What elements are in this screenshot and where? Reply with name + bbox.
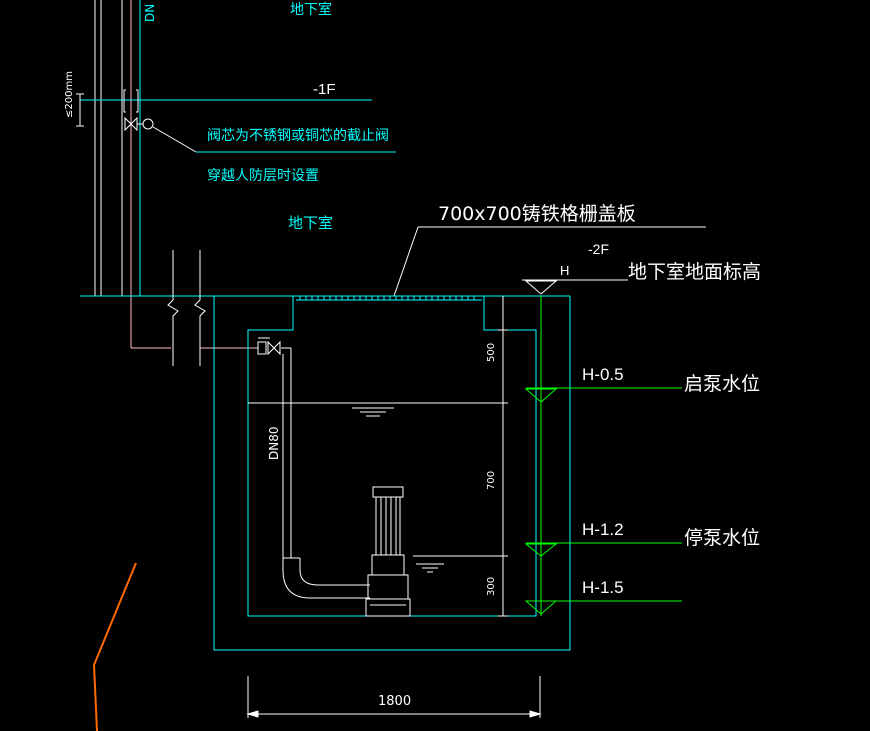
check-valve-icon [257, 337, 281, 356]
level-stop-label: H-1.2 [582, 520, 624, 539]
note-leader [152, 126, 197, 153]
elevation-markers [524, 296, 682, 616]
water-level-symbol-icon [352, 407, 394, 417]
width-1800-label: 1800 [378, 694, 411, 709]
elevation-triangle-icon [524, 280, 558, 295]
dim-300-label: 300 [486, 577, 497, 596]
discharge-pipe-dn80 [281, 347, 370, 599]
horizontal-dimension [246, 676, 542, 718]
pipe-sleeve [123, 89, 139, 113]
top-dn-label: DN [143, 4, 157, 22]
start-pump-level-label: 启泵水位 [684, 373, 760, 395]
vertical-dimension [498, 296, 508, 617]
cover-plate-label: 700x700铸铁格栅盖板 [438, 203, 636, 225]
note-line1: 阀芯为不锈钢或铜芯的截止阀 [207, 128, 389, 144]
level-bottom-label: H-1.5 [582, 578, 624, 597]
level-start-label: H-0.5 [582, 365, 624, 384]
floor-2f-label: -2F [588, 241, 609, 257]
orange-boundary-line [92, 562, 137, 731]
dim-500-label: 500 [486, 343, 497, 362]
submersible-pump-icon [365, 486, 411, 617]
dim-700-label: 700 [486, 471, 497, 490]
gate-valve-icon [124, 116, 154, 132]
pipe-dn80-label: DN80 [267, 427, 281, 461]
floor-level-label: 地下室地面标高 [628, 261, 761, 283]
grating-cover [296, 296, 482, 301]
riser-pipes [94, 0, 123, 296]
h-mark: H [560, 263, 569, 278]
stop-level-symbol [416, 563, 444, 573]
dim-200mm [76, 93, 84, 127]
floor-1f-label: -1F [313, 81, 336, 98]
dim-200mm-label: ≤200mm [64, 71, 75, 118]
note-line2: 穿越人防层时设置 [207, 168, 319, 184]
break-lines [167, 250, 206, 366]
cover-plate-leader [393, 226, 419, 297]
stop-pump-level-label: 停泵水位 [684, 527, 760, 549]
basement-label: 地下室 [288, 214, 333, 232]
top-basement-label: 地下室 [290, 1, 332, 18]
